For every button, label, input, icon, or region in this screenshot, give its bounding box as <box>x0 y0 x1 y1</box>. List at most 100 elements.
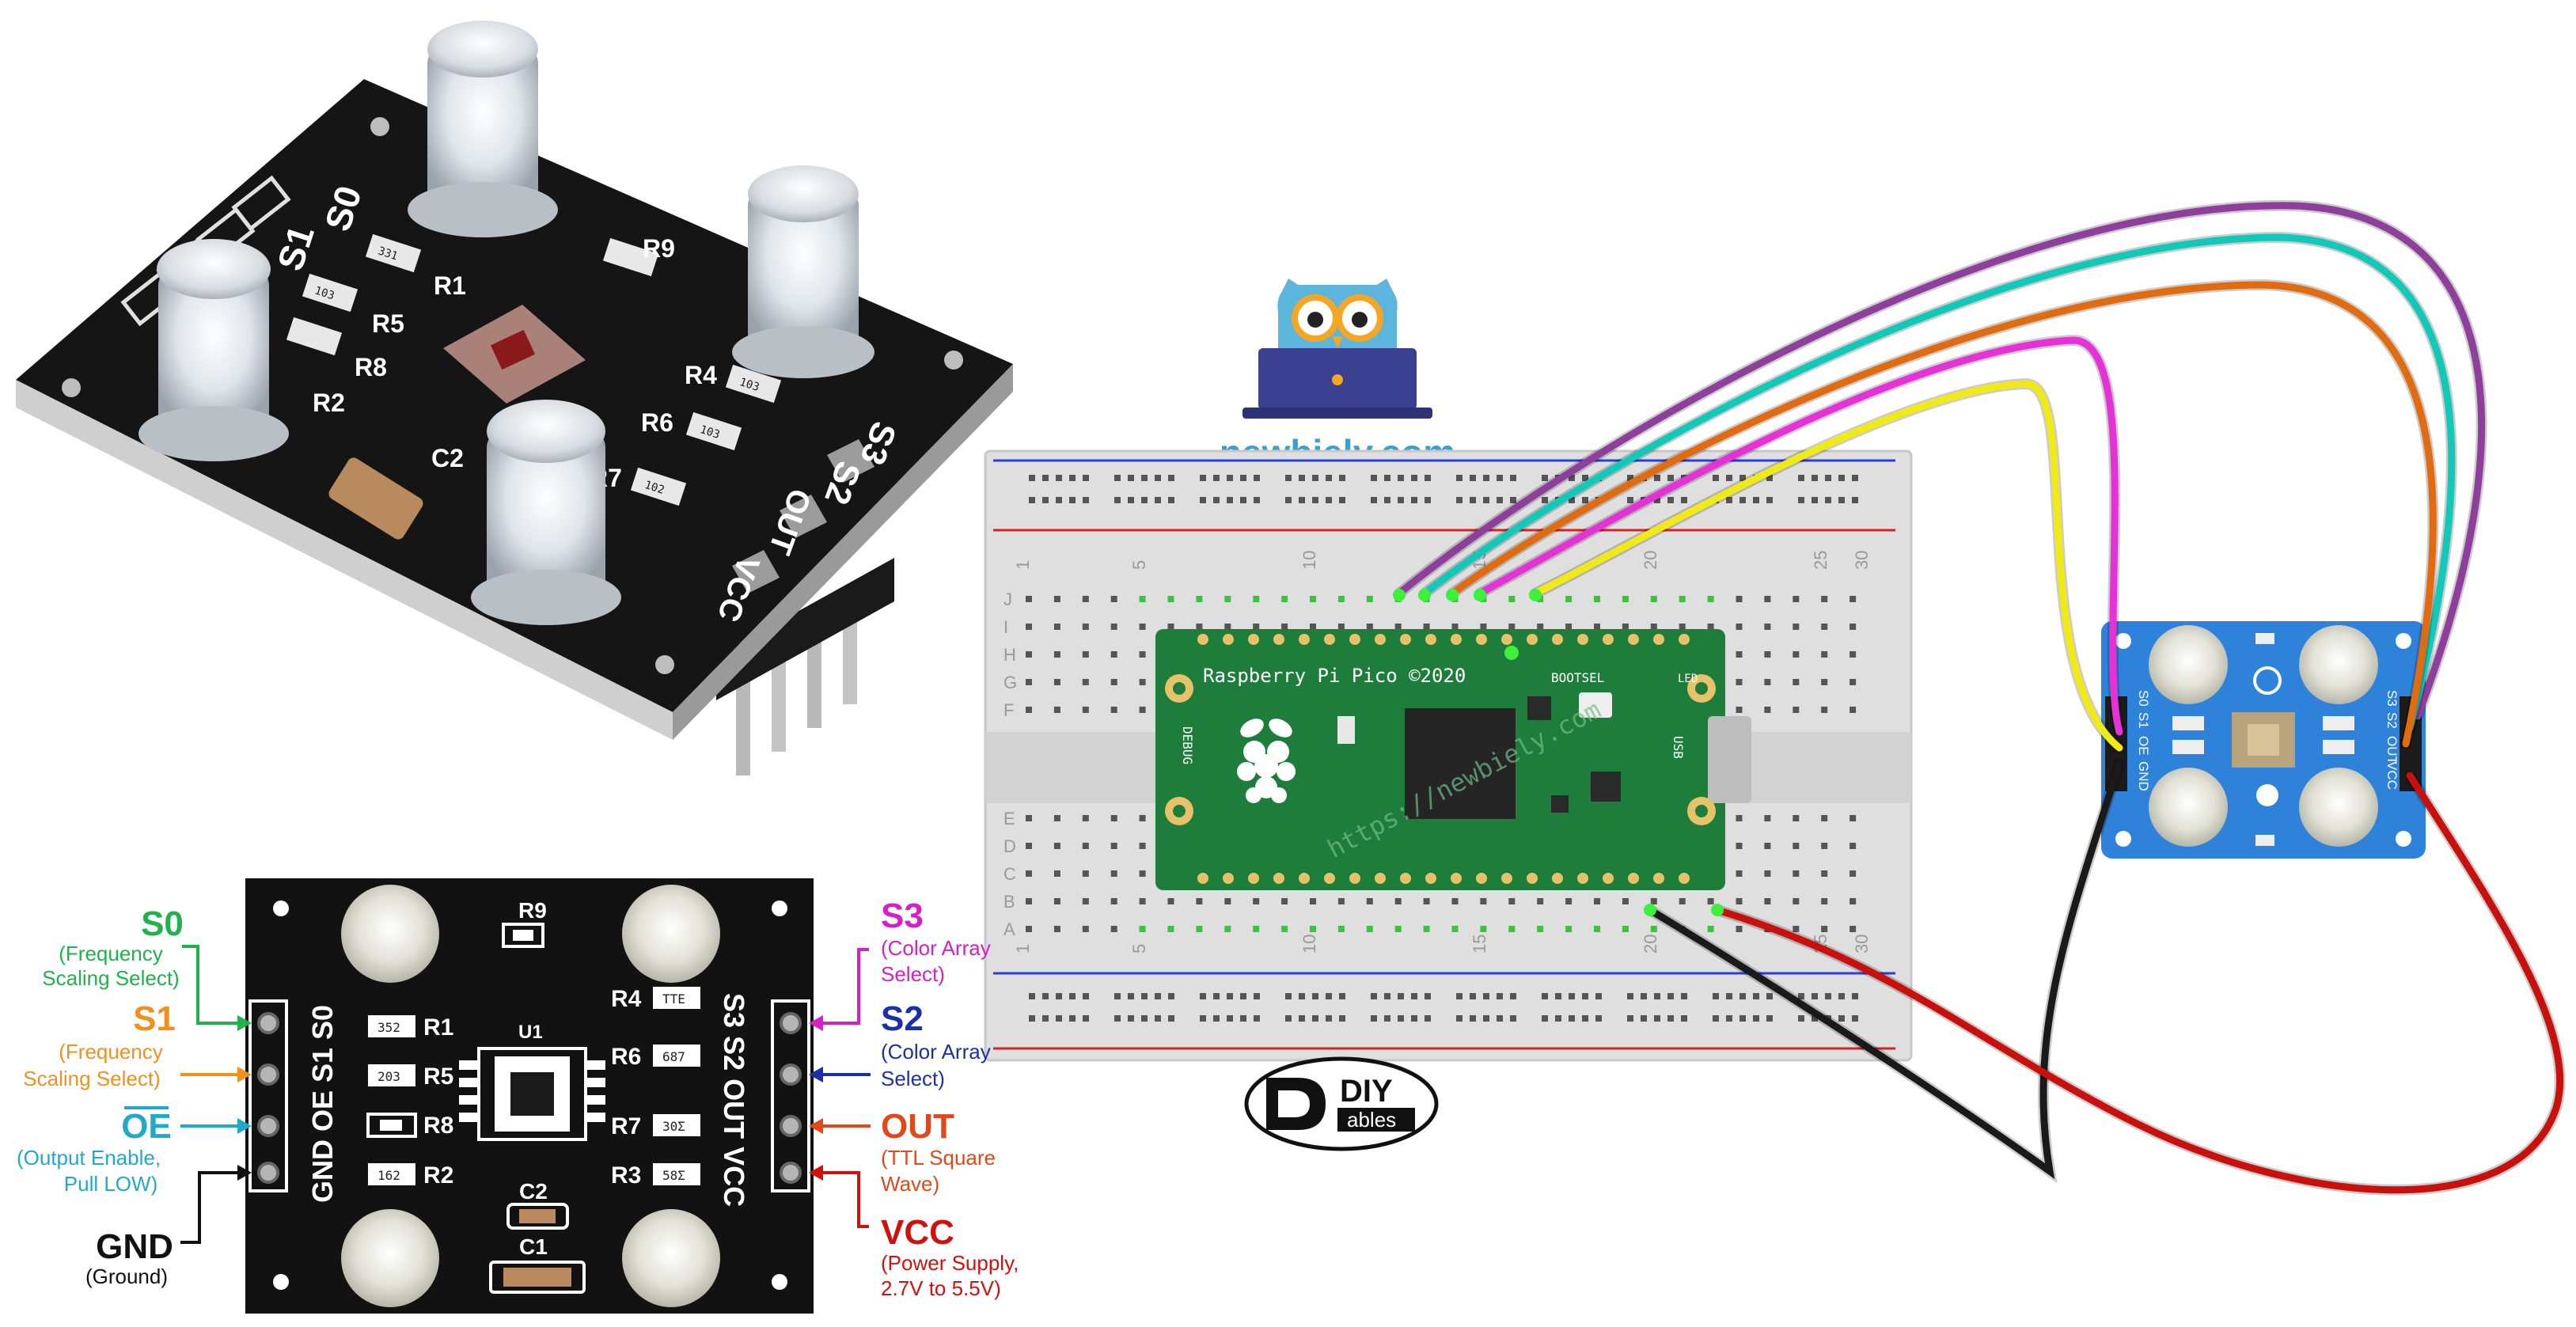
col-label-25: 25 <box>1811 551 1831 570</box>
module-led-4 <box>2299 768 2378 847</box>
callout-out-desc1: (TTL Square <box>881 1146 996 1170</box>
photo-label-r2: R2 <box>313 389 345 417</box>
photo-code-r1: 331 <box>377 245 400 263</box>
newbiely-logo: newbiely.com <box>1220 279 1455 473</box>
callout-gnd-desc1: (Ground) <box>85 1264 168 1288</box>
pinout-led-2 <box>622 885 720 983</box>
wire-4 <box>1531 380 2123 752</box>
callout-oe-desc2: Pull LOW) <box>64 1172 157 1196</box>
photo-label-r5: R5 <box>372 309 404 338</box>
callout-s0-desc1: (Frequency <box>59 942 163 965</box>
row-label-j: J <box>1003 590 1012 609</box>
col-label-1: 1 <box>1013 560 1033 570</box>
pin-callouts-left: S0 (Frequency Scaling Select) S1 (Freque… <box>17 904 252 1288</box>
pinout-label-r4: R4 <box>611 986 642 1012</box>
col-label-20-bottom: 20 <box>1641 935 1660 954</box>
col-label-5: 5 <box>1129 560 1149 570</box>
col-label-30: 30 <box>1852 551 1872 570</box>
pico-debug-label: DEBUG <box>1180 726 1195 764</box>
callout-s2-desc2: Select) <box>881 1067 945 1090</box>
callout-s3-desc2: Select) <box>881 962 945 986</box>
module-label-s3: S3 <box>2384 690 2400 707</box>
pinout-code-r7: 30Σ <box>662 1119 685 1134</box>
col-label-30-bottom: 30 <box>1852 935 1872 954</box>
row-label-i: I <box>1003 617 1008 637</box>
pico-led-label: LED <box>1678 673 1698 685</box>
row-label-g: G <box>1003 673 1017 692</box>
col-label-5-bottom: 5 <box>1129 944 1149 954</box>
col-label-10-bottom: 10 <box>1299 935 1319 954</box>
pinout-left-header-label: GND OE S1 S0 <box>306 1005 339 1203</box>
raspberry-pi-logo-icon <box>1237 718 1296 803</box>
pico-title: Raspberry Pi Pico ©2020 <box>1203 665 1466 687</box>
photo-code-r7: 102 <box>643 479 666 497</box>
photo-sensor-chip <box>443 305 586 404</box>
photo-label-r4: R4 <box>685 361 717 389</box>
wires <box>1393 199 2566 1196</box>
module-label-s0: S0 <box>2136 690 2151 707</box>
module-label-oe: OE <box>2136 736 2151 756</box>
module-logo-icon <box>2253 666 2282 695</box>
pinout-led-4 <box>622 1209 720 1307</box>
pinout-code-r4: TTE <box>662 991 685 1007</box>
callout-oe-pin: OE <box>121 1107 172 1146</box>
callout-s1-desc1: (Frequency <box>59 1040 163 1063</box>
col-label-1-bottom: 1 <box>1013 944 1033 954</box>
col-label-20: 20 <box>1641 551 1660 570</box>
pinout-label-r7: R7 <box>611 1113 641 1139</box>
callout-oe-desc1: (Output Enable, <box>17 1146 161 1170</box>
col-label-15-bottom: 15 <box>1470 935 1489 954</box>
module-label-s2: S2 <box>2384 712 2400 729</box>
photo-led-left <box>138 239 289 461</box>
sensor-module-photo: S1 S0 S3 S2 OUT VCC 331 103 103 103 102 … <box>16 21 1013 775</box>
pinout-label-r5: R5 <box>423 1063 453 1090</box>
photo-led-right <box>732 165 874 378</box>
pinout-label-r3: R3 <box>611 1162 641 1189</box>
pinout-resistors: R9 352 R1 203 R5 R8 162 R2 TTE R4 687 R6… <box>366 898 700 1189</box>
callout-s2-desc1: (Color Array <box>881 1040 991 1063</box>
col-label-10: 10 <box>1299 551 1319 570</box>
photo-resistors: 331 103 103 103 102 <box>286 233 782 506</box>
pico-led-indicator <box>1504 646 1519 660</box>
callout-vcc-desc2: 2.7V to 5.5V) <box>881 1276 1001 1300</box>
usb-connector <box>1708 716 1751 803</box>
module-led-3 <box>2149 768 2228 847</box>
photo-label-r1: R1 <box>434 271 466 300</box>
logo-diy-text: DIY <box>1340 1074 1393 1109</box>
module-label-out: OUT <box>2384 736 2400 764</box>
pinout-code-r5: 203 <box>377 1069 400 1084</box>
callout-gnd-pin: GND <box>96 1227 173 1266</box>
row-label-d: D <box>1003 836 1016 856</box>
callout-out-pin: OUT <box>881 1107 954 1146</box>
wire-0 <box>1395 202 2485 720</box>
pinout-label-c2: C2 <box>519 1179 548 1204</box>
pinout-code-r1: 352 <box>377 1020 400 1035</box>
pinout-board: GND OE S1 S0 S3 S2 OUT VCC R9 352 R1 203… <box>245 878 814 1314</box>
pinout-label-r2: R2 <box>423 1162 453 1189</box>
wire-3 <box>1476 336 2123 736</box>
photo-code-r5: 103 <box>313 284 336 302</box>
pinout-code-r3: 58Σ <box>662 1168 685 1183</box>
photo-label-r6: R6 <box>641 408 673 437</box>
module-label-s1: S1 <box>2136 712 2151 729</box>
pico-pins <box>1197 634 1690 884</box>
module-gear-icon <box>2256 784 2278 806</box>
pinout-code-r6: 687 <box>662 1049 685 1064</box>
row-label-b: B <box>1003 892 1015 912</box>
photo-led-bottom <box>471 400 621 625</box>
bootsel-button[interactable] <box>1579 692 1612 718</box>
owl-icon <box>1242 279 1432 419</box>
pinout-label-u1: U1 <box>518 1022 543 1043</box>
module-label-gnd: GND <box>2136 761 2151 791</box>
module-led-2 <box>2299 625 2378 704</box>
diyables-logo: DIY ables <box>1244 1056 1439 1151</box>
pinout-label-r1: R1 <box>423 1014 453 1041</box>
photo-code-r6: 103 <box>698 423 721 442</box>
logo-ables-text: ables <box>1347 1108 1396 1132</box>
pinout-code-r2: 162 <box>377 1168 400 1183</box>
pico-bootsel-label: BOOTSEL <box>1551 670 1604 685</box>
row-letter-labels: J I H G F E D C B A <box>1003 590 1017 939</box>
photo-capacitor <box>328 457 423 540</box>
callout-s0-pin: S0 <box>141 904 184 943</box>
